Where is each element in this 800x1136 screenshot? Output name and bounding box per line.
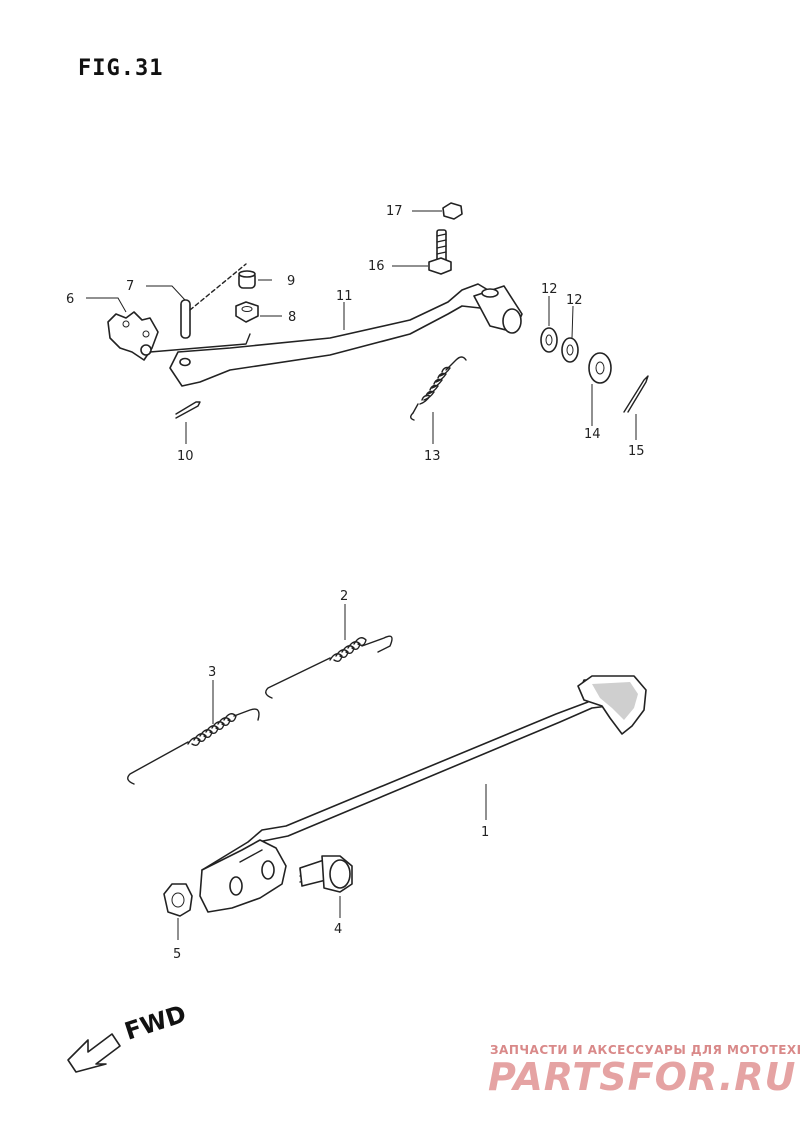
part-5-nut [163,883,193,917]
part-7-pin [180,299,191,339]
callout-5: 5 [173,947,181,962]
watermark-logo: PARTSFOR.RU [488,1055,796,1099]
callout-2: 2 [340,589,348,604]
callout-11: 11 [336,289,353,304]
callout-3: 3 [208,665,216,680]
callout-1: 1 [481,825,489,840]
part-3-spring [127,708,260,785]
part-17-nut [442,202,463,220]
callout-12-b: 12 [566,293,583,308]
forward-arrow-icon [67,1033,121,1073]
lower-leader-lines [177,604,487,940]
callout-16: 16 [368,259,385,274]
part-10-cotter-pin [175,401,201,419]
part-12-washer-b [561,337,579,363]
callout-14: 14 [584,427,601,442]
callout-13: 13 [424,449,441,464]
callout-10: 10 [177,449,194,464]
part-1-stand [199,675,647,913]
part-2-spring [265,635,393,699]
part-8-nut [235,301,259,323]
figure-title: FIG.31 [78,56,163,81]
part-4-bolt [299,855,353,893]
part-13-return-spring [410,356,467,421]
part-9-collar [238,270,256,289]
part-14-washer [588,352,612,384]
upper-leader-lines [86,210,637,444]
part-6-link-arm [107,311,159,361]
callout-6: 6 [66,292,74,307]
part-16-bolt [428,229,452,275]
callout-4: 4 [334,922,342,937]
callout-17: 17 [386,204,403,219]
stand-assembly [127,635,647,917]
callout-7: 7 [126,279,134,294]
callout-9: 9 [287,274,295,289]
brake-pedal-assembly [107,202,649,421]
forward-label: FWD [121,1000,189,1046]
part-12-washer-a [540,327,558,353]
watermark: ЗАПЧАСТИ И АКСЕССУАРЫ ДЛЯ МОТОТЕХНИКИ PA… [488,1043,800,1099]
forward-direction-indicator: FWD [67,1000,190,1073]
part-15-cotter-pin [623,375,649,413]
watermark-tagline: ЗАПЧАСТИ И АКСЕССУАРЫ ДЛЯ МОТОТЕХНИКИ [490,1043,800,1057]
part-11-brake-pedal [169,283,523,387]
callout-8: 8 [288,310,296,325]
callout-15: 15 [628,444,645,459]
callout-12-a: 12 [541,282,558,297]
